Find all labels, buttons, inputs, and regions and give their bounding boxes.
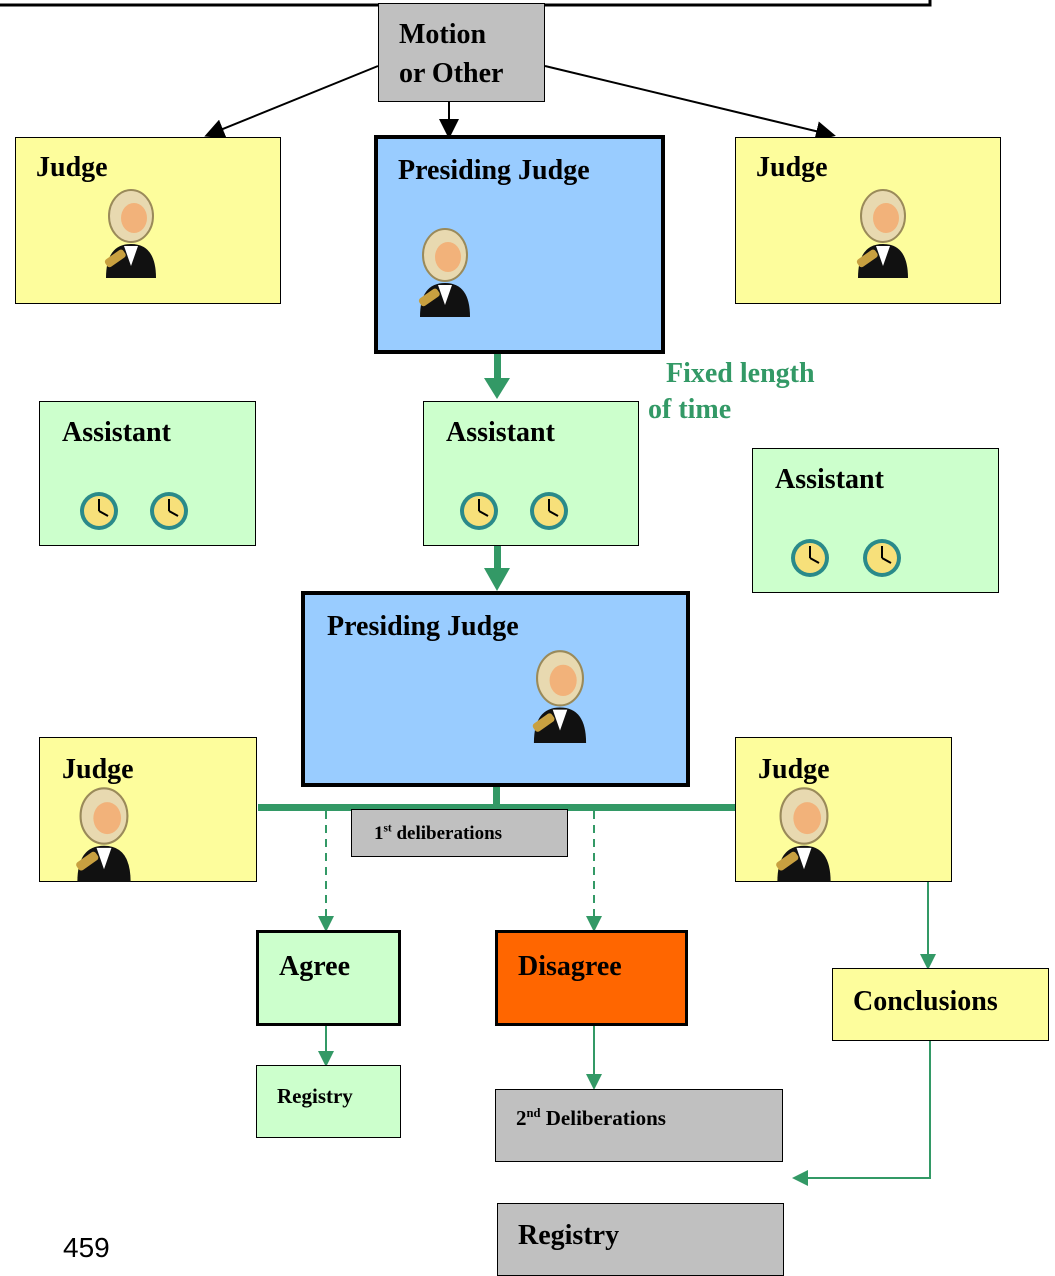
conclusions-to-registry — [792, 1041, 931, 1186]
motion-box: Motion or Other — [378, 3, 545, 102]
motion-label-1: Motion — [399, 19, 487, 50]
agree-label: Agree — [279, 951, 350, 982]
registry-large-box: Registry — [497, 1203, 784, 1276]
judge-middle-left-label: Judge — [62, 754, 134, 785]
registry-small-box: Registry — [256, 1065, 401, 1138]
registry-small-label: Registry — [277, 1084, 353, 1108]
deliberation-stem — [493, 786, 500, 808]
assistant-right-box: Assistant — [752, 448, 999, 593]
first-deliberations-text: deliberations — [391, 823, 503, 844]
judge-icon — [776, 787, 831, 882]
deliberation-bar — [258, 804, 778, 811]
assistant-right-label: Assistant — [775, 464, 884, 495]
judge-icon — [532, 650, 587, 743]
second-deliberations-box: 2nd Deliberations — [495, 1089, 783, 1162]
assistant-left-label: Assistant — [62, 417, 171, 448]
second-deliberations-text: Deliberations — [540, 1106, 666, 1130]
judge-icon — [856, 189, 908, 278]
agree-box: Agree — [256, 930, 401, 1026]
second-deliberations-label: 2nd Deliberations — [516, 1106, 666, 1130]
judge-middle-right-box: Judge — [735, 737, 952, 882]
thick-arrow-assistant-to-presiding — [484, 546, 510, 591]
assistant-center-label: Assistant — [446, 417, 555, 448]
judge-left-label: Judge — [36, 152, 108, 183]
judge-left-box: Judge — [15, 137, 281, 304]
conclusions-box: Conclusions — [832, 968, 1049, 1041]
thick-arrow-presiding-to-assistant — [484, 353, 510, 399]
assistant-center-box: Assistant — [423, 401, 639, 546]
fixed-length-note: Fixed length of time — [648, 356, 815, 429]
note-line-2: of time — [648, 394, 732, 426]
clock-icon — [530, 492, 568, 530]
first-deliberations-sup: st — [383, 822, 392, 835]
judge-middle-left-box: Judge — [39, 737, 257, 882]
first-deliberations-num: 1 — [374, 823, 384, 844]
presiding-judge-top-box: Presiding Judge — [374, 135, 665, 354]
disagree-box: Disagree — [495, 930, 688, 1026]
clock-icon — [150, 492, 188, 530]
presiding-middle-label: Presiding Judge — [327, 611, 519, 642]
top-banner-edge — [0, 0, 932, 7]
judge-to-conclusions — [790, 874, 936, 970]
judge-icon — [104, 189, 156, 278]
clock-icon — [863, 539, 901, 577]
first-deliberations-label: 1st deliberations — [374, 822, 503, 844]
second-deliberations-num: 2 — [516, 1106, 527, 1130]
note-line-1: Fixed length — [666, 358, 815, 389]
disagree-label: Disagree — [518, 951, 622, 982]
second-deliberations-sup: nd — [526, 1106, 541, 1120]
motion-label-2: or Other — [399, 58, 504, 89]
presiding-judge-middle-box: Presiding Judge — [301, 591, 690, 787]
arrow-to-judge-left — [204, 65, 379, 139]
judge-right-label: Judge — [756, 152, 828, 183]
registry-large-label: Registry — [518, 1220, 620, 1251]
page-number: 459 — [63, 1232, 110, 1263]
first-deliberations-box: 1st deliberations — [351, 809, 568, 857]
judge-icon — [418, 228, 470, 317]
judge-middle-right-label: Judge — [758, 754, 830, 785]
arrow-to-judge-right — [544, 65, 836, 141]
conclusions-label: Conclusions — [853, 986, 998, 1017]
clock-icon — [791, 539, 829, 577]
assistant-left-box: Assistant — [39, 401, 256, 546]
judge-icon — [76, 787, 131, 882]
clock-icon — [80, 492, 118, 530]
presiding-top-label: Presiding Judge — [398, 155, 590, 186]
clock-icon — [460, 492, 498, 530]
judge-right-box: Judge — [735, 137, 1001, 304]
